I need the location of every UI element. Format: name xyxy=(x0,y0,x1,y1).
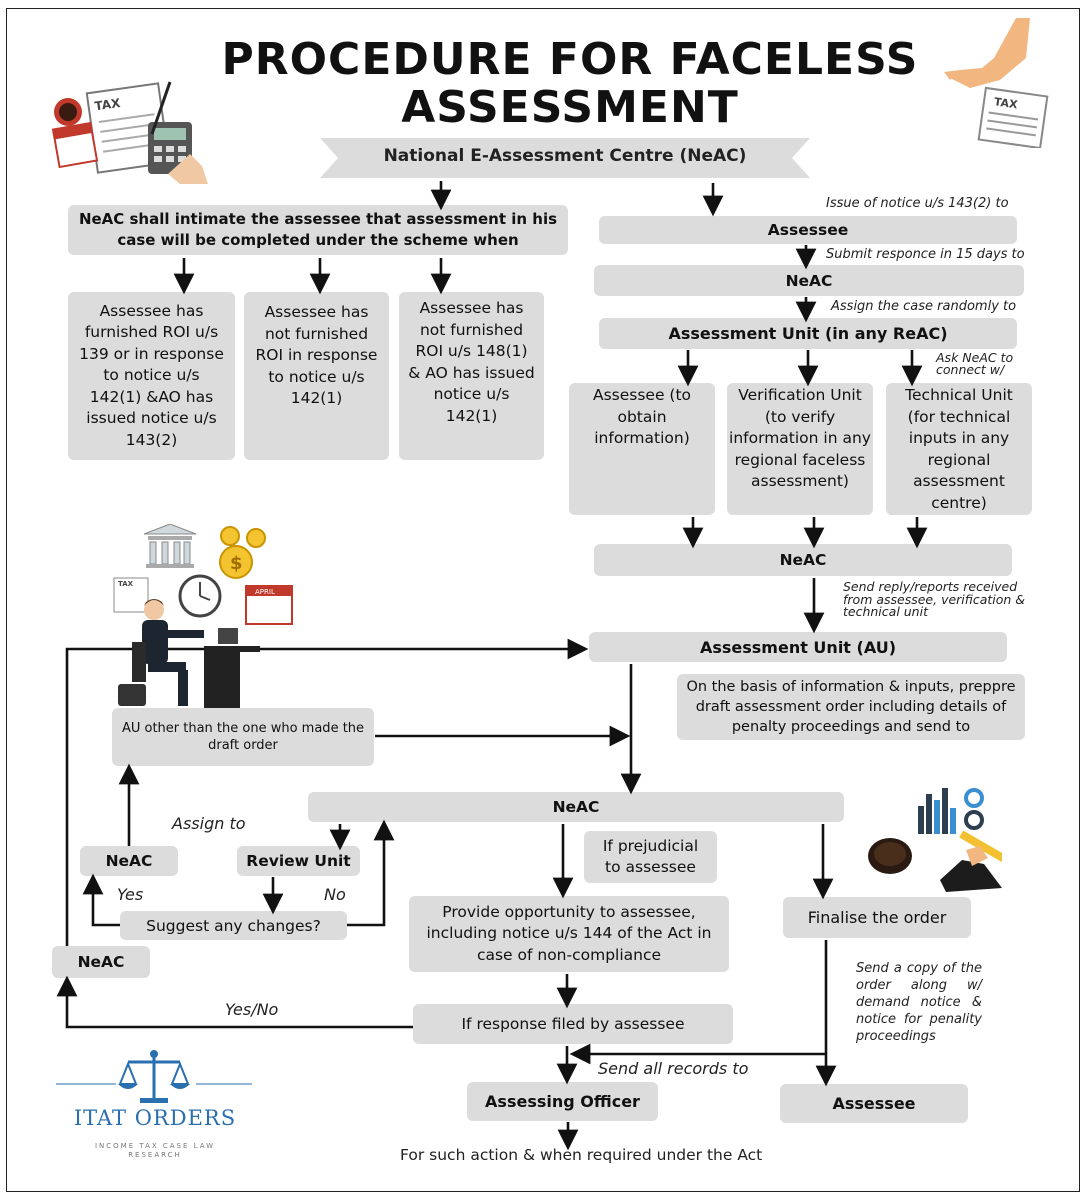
unit-box-technical: Technical Unit (for technical inputs in … xyxy=(886,383,1032,515)
assign-to-label: Assign to xyxy=(172,814,246,833)
draft-note-box: On the basis of information & inputs, pr… xyxy=(677,674,1025,740)
arrow-suggest-no xyxy=(347,819,395,927)
issue-notice-label: Issue of notice u/s 143(2) to xyxy=(826,196,1009,211)
tax-sheet-icon: TAX xyxy=(113,577,149,613)
logo-name: ITAT ORDERS xyxy=(73,1106,237,1130)
top-banner-ribbon xyxy=(320,138,810,178)
submit-label: Submit responce in 15 days to xyxy=(826,247,1025,262)
unit-box-verification: Verification Unit (to verify information… xyxy=(727,383,873,515)
if-prejudicial-box: If prejudicial to assessee xyxy=(584,831,717,883)
title-line-1: PROCEDURE FOR FACELESS xyxy=(221,34,919,85)
yes-no-label: Yes/No xyxy=(225,1000,279,1019)
hand-with-tax-form-icon: TAX xyxy=(944,18,1049,148)
svg-text:TAX: TAX xyxy=(94,96,122,114)
office-worker-illustration: $ APRIL TAX xyxy=(113,524,293,708)
assessment-unit-au-box: Assessment Unit (AU) xyxy=(589,632,1007,662)
review-unit-box: Review Unit xyxy=(237,846,360,876)
intimation-box: NeAC shall intimate the assessee that as… xyxy=(68,205,568,255)
no-label: No xyxy=(324,885,346,904)
case-box-1: Assessee has furnished ROI u/s 139 or in… xyxy=(68,292,235,460)
calendar-icon: APRIL xyxy=(245,585,293,625)
unit-box-assessee: Assessee (to obtain information) xyxy=(569,383,715,515)
coffee-chart-pencil-illustration xyxy=(868,788,1002,892)
assessee-final-box: Assessee xyxy=(780,1084,968,1123)
arrow-response-yes-no xyxy=(56,975,413,1029)
svg-text:$: $ xyxy=(230,553,243,574)
pencil-hand-icon xyxy=(940,830,1002,892)
assessing-officer-box: Assessing Officer xyxy=(467,1082,658,1121)
send-records-label: Send all records to xyxy=(598,1059,749,1078)
footer-note: For such action & when required under th… xyxy=(400,1146,763,1164)
worker-at-desk-icon xyxy=(118,599,260,708)
top-banner-label: National E-Assessment Centre (NeAC) xyxy=(383,146,747,166)
send-copy-label: Send a copy of the order along w/ demand… xyxy=(856,961,982,1044)
if-response-box: If response filed by assessee xyxy=(413,1004,733,1044)
tax-documents-icon: TAX xyxy=(51,81,208,184)
scales-of-justice-logo-icon xyxy=(56,1050,252,1103)
title-line-2: ASSESSMENT xyxy=(401,82,739,133)
ask-neac-label: Ask NeAC to connect w/ xyxy=(936,350,1014,377)
coins-icon: $ xyxy=(219,526,266,579)
neac-bottom-left-box: NeAC xyxy=(52,946,150,978)
assign-randomly-label: Assign the case randomly to xyxy=(831,299,1017,314)
assessee-box: Assessee xyxy=(599,216,1017,244)
provide-opportunity-box: Provide opportunity to assessee, includi… xyxy=(409,896,729,972)
case-box-2: Assessee has not furnished ROI in respon… xyxy=(244,292,389,460)
assessment-unit-reac-box: Assessment Unit (in any ReAC) xyxy=(599,318,1017,349)
bank-icon xyxy=(143,524,197,568)
neac-center-box: NeAC xyxy=(308,792,844,822)
case-box-3: Assessee has not furnished ROI u/s 148(1… xyxy=(399,292,544,460)
svg-text:TAX: TAX xyxy=(993,95,1019,111)
page-title: PROCEDURE FOR FACELESS ASSESSMENT xyxy=(200,36,940,132)
neac-left-box: NeAC xyxy=(80,846,178,876)
logo-tagline: INCOME TAX CASE LAW RESEARCH xyxy=(94,1142,216,1159)
suggest-changes-box: Suggest any changes? xyxy=(120,911,347,940)
yes-label: Yes xyxy=(117,885,144,904)
svg-text:TAX: TAX xyxy=(118,580,134,588)
bar-chart-icon xyxy=(918,788,984,834)
arrow-loop-to-au xyxy=(65,638,589,946)
coffee-cup-icon xyxy=(868,838,912,874)
neac-box-1: NeAC xyxy=(594,265,1024,296)
finalise-order-box: Finalise the order xyxy=(783,897,971,938)
arrow-suggest-yes xyxy=(82,873,120,927)
send-reply-label: Send reply/reports received from assesse… xyxy=(843,579,1026,619)
svg-text:APRIL: APRIL xyxy=(255,588,275,596)
page-frame xyxy=(6,8,1080,1192)
clock-icon xyxy=(178,574,222,618)
neac-box-2: NeAC xyxy=(594,544,1012,576)
au-other-box: AU other than the one who made the draft… xyxy=(112,708,374,766)
